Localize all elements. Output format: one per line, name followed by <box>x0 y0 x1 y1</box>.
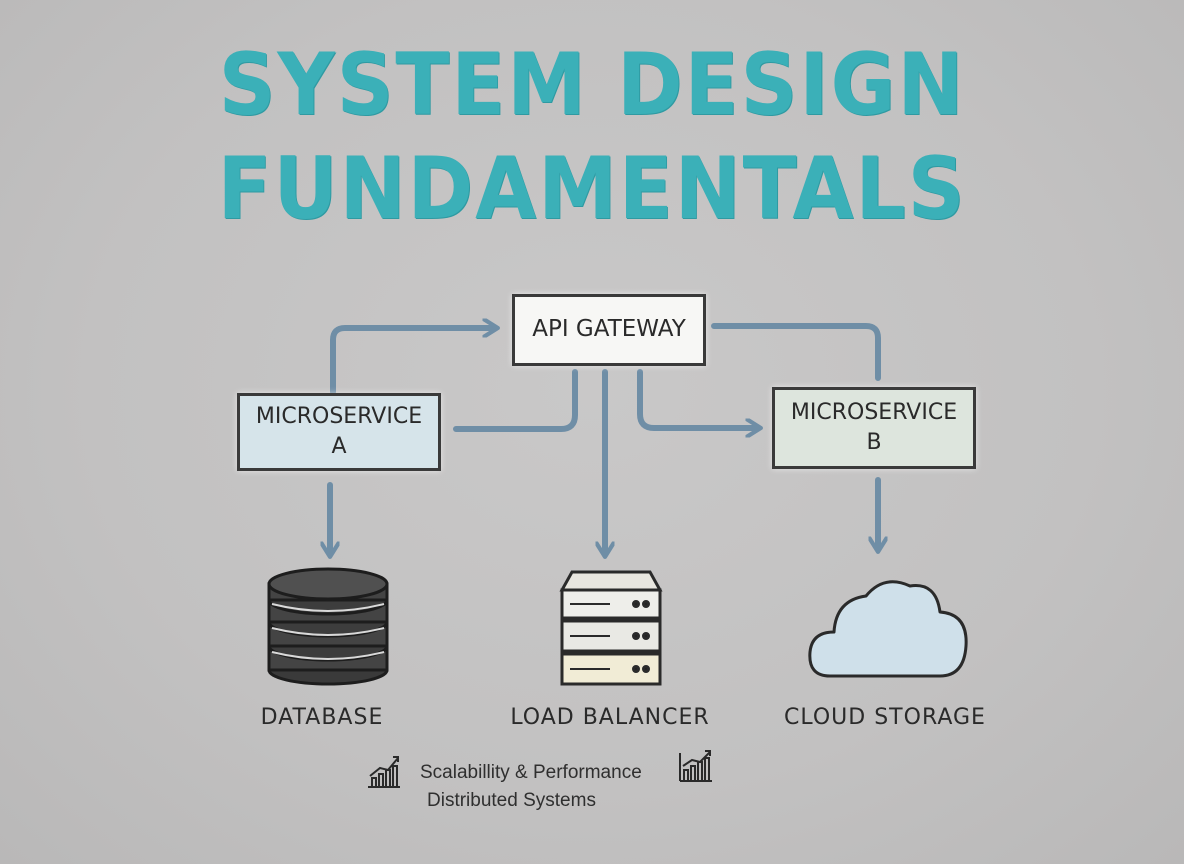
growth-chart-icon-right <box>679 750 712 782</box>
cloud-icon <box>808 580 968 678</box>
database-icon <box>267 567 389 686</box>
microservice-a-label: MICROSERVICE A <box>255 404 423 459</box>
server-rack-icon <box>559 570 663 686</box>
connector-gateway-to-ms-a <box>453 369 578 432</box>
arrow-ms-a-to-gateway <box>330 328 494 395</box>
cloud-storage-label: CLOUD STORAGE <box>784 705 986 730</box>
microservice-b-node: MICROSERVICE B <box>772 387 976 469</box>
microservice-a-node: MICROSERVICE A <box>237 393 441 471</box>
api-gateway-label: API GATEWAY <box>532 316 686 343</box>
footer-line-2: Distributed Systems <box>427 790 596 811</box>
api-gateway-node: API GATEWAY <box>512 294 706 366</box>
connector-gateway-to-ms-b-top <box>711 323 881 381</box>
database-label: DATABASE <box>260 705 384 730</box>
footer-line-1: Scalabillity & Performance <box>420 762 642 783</box>
title-line-2: FUNDAMENTALS <box>217 139 967 239</box>
microservice-b-label: MICROSERVICE B <box>790 400 958 455</box>
arrow-gateway-to-ms-b <box>637 369 757 428</box>
growth-chart-icon-left <box>368 756 400 788</box>
title-line-1: SYSTEM DESIGN <box>218 35 966 135</box>
load-balancer-label: LOAD BALANCER <box>510 705 710 730</box>
